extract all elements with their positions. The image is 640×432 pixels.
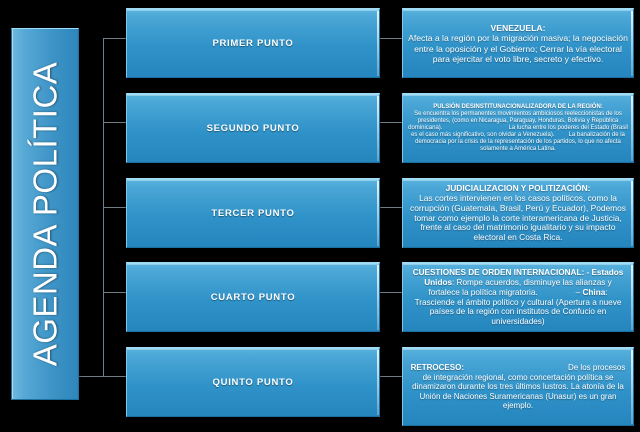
connector-trunk-to-node-4 (103, 292, 127, 293)
detail-box-retroceso[interactable]: RETROCESO:De los procesos de integración… (402, 347, 634, 426)
connector-node-4-to-detail (379, 292, 403, 293)
connector-node-5-to-detail (379, 376, 403, 377)
connector-trunk-to-node-2 (103, 122, 127, 123)
detail-box-orden-internacional[interactable]: CUESTIONES DE ORDEN INTERNACIONAL: - Est… (402, 262, 634, 332)
node-box-segundo-punto[interactable]: SEGUNDO PUNTO (126, 93, 380, 163)
node-box-cuarto-punto[interactable]: CUARTO PUNTO (126, 262, 380, 332)
detail-title: JUDICIALIZACION Y POLITIZACIÓN: (445, 182, 591, 193)
node-label: PRIMER PUNTO (212, 38, 294, 49)
node-box-tercer-punto[interactable]: TERCER PUNTO (126, 178, 380, 248)
node-label: TERCER PUNTO (211, 208, 295, 219)
detail-body-2: : Trasciende el ámbito político y cultur… (414, 287, 622, 326)
detail-label-china: China (582, 287, 606, 297)
detail-title: VENEZUELA: (490, 23, 546, 34)
connector-trunk-to-node-5 (103, 376, 127, 377)
connector-root-to-trunk (79, 376, 104, 377)
detail-title: CUESTIONES DE ORDEN INTERNACIONAL: - Est… (412, 268, 624, 288)
detail-body: Afecta a la región por la migración masi… (408, 33, 628, 64)
detail-box-venezuela[interactable]: VENEZUELA: Afecta a la región por la mig… (402, 8, 634, 78)
detail-box-judicializacion[interactable]: JUDICIALIZACION Y POLITIZACIÓN: Las cort… (402, 178, 634, 248)
node-box-primer-punto[interactable]: PRIMER PUNTO (126, 8, 380, 78)
detail-title: RETROCESO: (410, 363, 464, 373)
node-label: QUINTO PUNTO (212, 377, 294, 388)
connector-trunk-to-node-3 (103, 207, 127, 208)
detail-title: PULSIÓN DESINSTITUNACIONALIZADORA DE LA … (433, 103, 603, 110)
diagram-title-bar: AGENDA POLÍTICA (11, 28, 79, 400)
detail-body: De los procesos de integración regional,… (412, 363, 626, 411)
detail-body: Las cortes intervienen en los casos polí… (410, 192, 626, 243)
node-label: CUARTO PUNTO (210, 292, 296, 303)
node-box-quinto-punto[interactable]: QUINTO PUNTO (126, 347, 380, 417)
detail-dash: – (575, 287, 581, 297)
page-title: AGENDA POLÍTICA (26, 61, 63, 367)
node-label: SEGUNDO PUNTO (206, 123, 300, 134)
detail-body-2: La lucha entre los poderes del Estado (B… (411, 124, 628, 139)
connector-node-2-to-detail (379, 122, 403, 123)
connector-node-3-to-detail (379, 207, 403, 208)
detail-box-pulsion[interactable]: PULSIÓN DESINSTITUNACIONALIZADORA DE LA … (402, 93, 634, 163)
detail-body-3: La banalización de la democracia por la … (415, 132, 625, 153)
detail-body-1: Se encuentra los permanentes movimientos… (408, 110, 622, 131)
connector-node-1-to-detail (379, 38, 403, 39)
connector-trunk-to-node-1 (103, 38, 127, 39)
detail-body-1: : Rompe acuerdos, disminuye las alianzas… (428, 278, 612, 297)
